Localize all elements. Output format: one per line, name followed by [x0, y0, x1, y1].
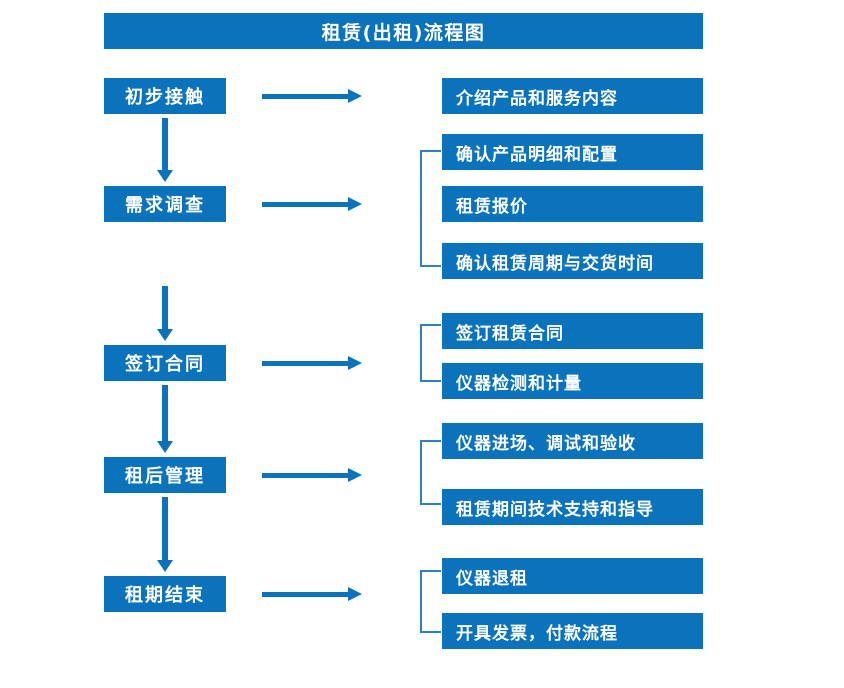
detail-box-3[interactable]: 租赁报价: [442, 186, 703, 222]
arrow-shaft: [262, 94, 350, 99]
vertical-arrow-1: [157, 118, 173, 182]
arrow-head: [348, 356, 362, 370]
detail-box-10[interactable]: 开具发票，付款流程: [442, 613, 703, 649]
arrow-head: [348, 587, 362, 601]
stage-box-3[interactable]: 签订合同: [104, 345, 226, 381]
group-bracket-1: [420, 150, 441, 267]
vertical-arrow-3: [157, 385, 173, 453]
group-bracket-4: [420, 570, 441, 633]
arrow-shaft: [162, 385, 168, 442]
arrow-shaft: [262, 361, 350, 366]
detail-box-2[interactable]: 确认产品明细和配置: [442, 134, 703, 170]
stage-box-5[interactable]: 租期结束: [104, 576, 226, 612]
detail-box-9[interactable]: 仪器退租: [442, 558, 703, 594]
arrow-head: [157, 560, 173, 572]
arrow-shaft: [262, 592, 350, 597]
group-bracket-2: [420, 324, 441, 382]
arrow-head: [157, 441, 173, 453]
detail-box-1[interactable]: 介绍产品和服务内容: [442, 78, 703, 114]
horizontal-arrow-3: [262, 356, 362, 370]
arrow-head: [348, 89, 362, 103]
stage-box-1[interactable]: 初步接触: [104, 78, 226, 114]
arrow-shaft: [162, 118, 168, 171]
horizontal-arrow-1: [262, 89, 362, 103]
detail-box-6[interactable]: 仪器检测和计量: [442, 363, 703, 399]
horizontal-arrow-5: [262, 587, 362, 601]
stage-box-4[interactable]: 租后管理: [104, 457, 226, 493]
arrow-head: [157, 170, 173, 182]
arrow-shaft: [162, 497, 168, 561]
horizontal-arrow-2: [262, 197, 362, 211]
vertical-arrow-2: [157, 286, 173, 341]
arrow-head: [348, 468, 362, 482]
detail-box-8[interactable]: 租赁期间技术支持和指导: [442, 489, 703, 525]
group-bracket-3: [420, 440, 441, 505]
diagram-title: 租赁(出租)流程图: [104, 13, 703, 49]
stage-box-2[interactable]: 需求调查: [104, 186, 226, 222]
arrow-head: [157, 329, 173, 341]
detail-box-4[interactable]: 确认租赁周期与交货时间: [442, 243, 703, 279]
arrow-shaft: [162, 286, 168, 330]
detail-box-5[interactable]: 签订租赁合同: [442, 313, 703, 349]
arrow-shaft: [262, 473, 350, 478]
detail-box-7[interactable]: 仪器进场、调试和验收: [442, 423, 703, 459]
vertical-arrow-4: [157, 497, 173, 572]
arrow-shaft: [262, 202, 350, 207]
horizontal-arrow-4: [262, 468, 362, 482]
arrow-head: [348, 197, 362, 211]
